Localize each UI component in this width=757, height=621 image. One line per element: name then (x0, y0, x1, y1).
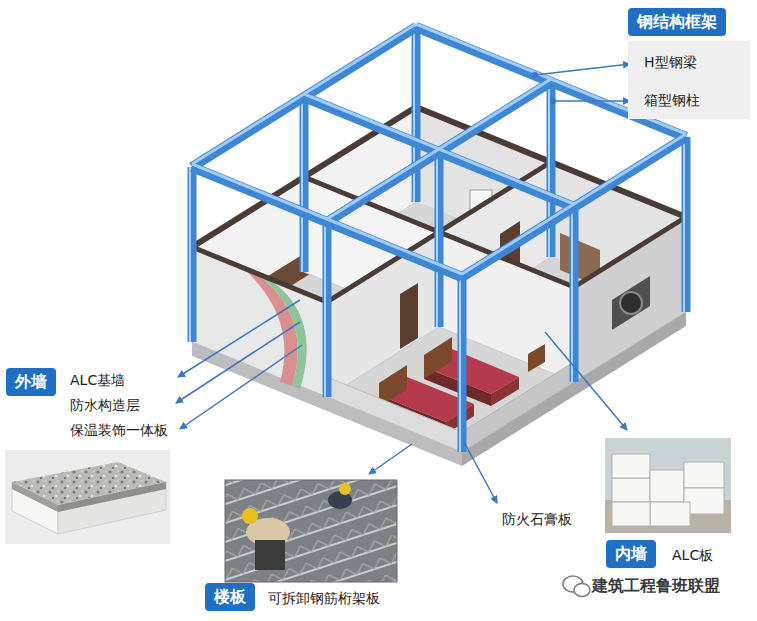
part-label: ALC板 (672, 546, 713, 564)
section-tab: 外墙 (6, 368, 56, 396)
component-name: H型钢梁 (644, 52, 736, 72)
section-tab: 钢结构框架 (628, 8, 726, 36)
layer-label: 保温装饰一体板 (70, 421, 168, 439)
section-title: 外墙 (15, 371, 47, 393)
part-label: 可拆卸钢筋桁架板 (268, 589, 380, 607)
layer-label: 防水构造层 (70, 396, 140, 414)
component-name: 箱型钢柱 (644, 90, 736, 110)
layer-label: ALC基墙 (70, 371, 125, 389)
section-title: 钢结构框架 (637, 11, 717, 33)
section-title: 内墙 (615, 543, 647, 565)
component-panel: H型钢梁箱型钢柱 (628, 41, 750, 119)
section-title: 楼板 (214, 586, 246, 608)
watermark: 建筑工程鲁班联盟 (592, 577, 720, 595)
part-label: 防火石膏板 (502, 510, 572, 528)
section-tab: 楼板 (205, 583, 255, 611)
section-tab: 内墙 (606, 540, 656, 568)
